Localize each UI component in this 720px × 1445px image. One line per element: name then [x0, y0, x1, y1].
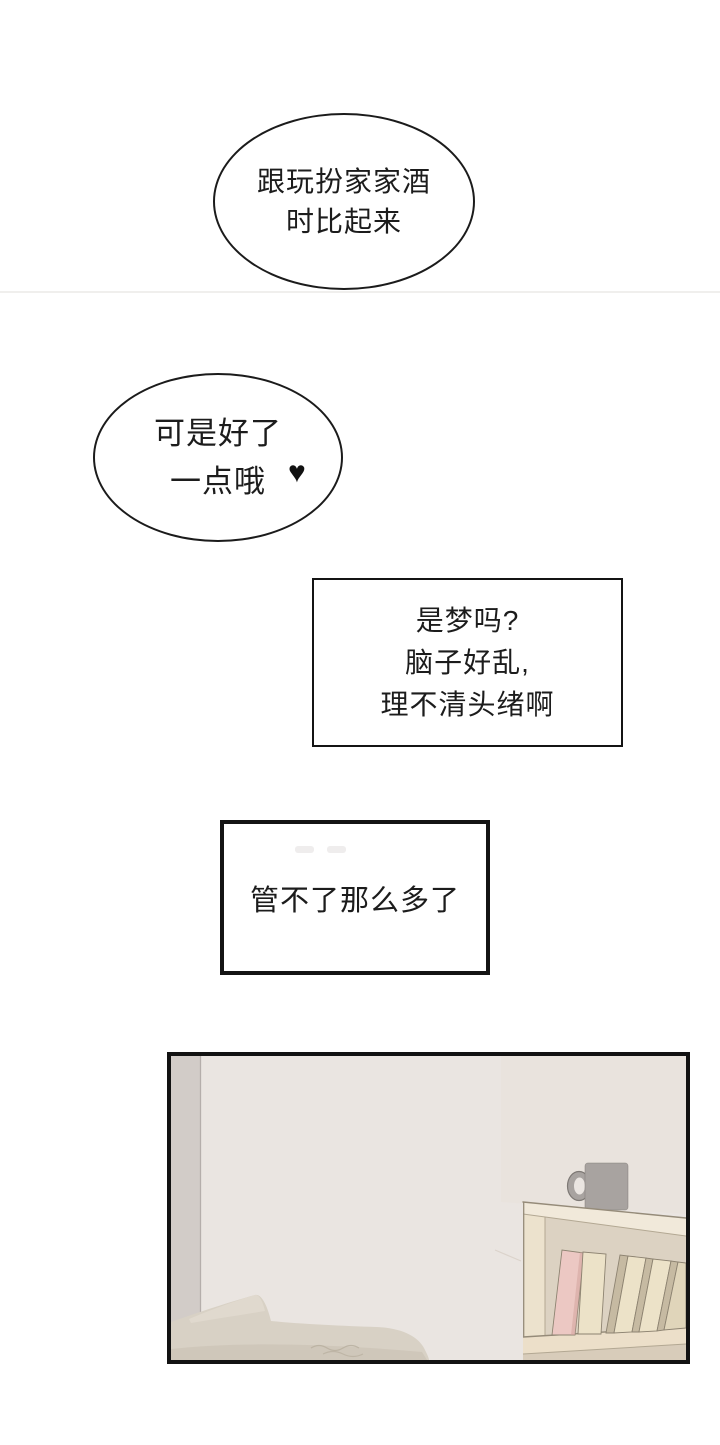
bookshelf-top-inner-edge	[522, 1213, 686, 1237]
room-scene	[171, 1056, 686, 1360]
speech-bubble-2: 可是好了 一点哦 ♥	[93, 373, 343, 542]
book-cream-leaning	[663, 1261, 686, 1331]
panel-divider-line	[0, 291, 720, 293]
wall-crease	[494, 1249, 522, 1262]
erased-mark	[295, 846, 314, 853]
heart-icon: ♥	[288, 456, 307, 489]
shelf-board-bottom-edge	[522, 1343, 686, 1355]
bookshelf-top-board	[523, 1202, 686, 1236]
speech-bubble-1-line-1: 跟玩扮家家酒	[256, 165, 431, 197]
speech-bubble-1: 跟玩扮家家酒 时比起来	[213, 113, 475, 290]
book-pink-shade	[571, 1252, 584, 1335]
couch-seam	[310, 1344, 360, 1352]
speech-bubble-2-line-2: 一点哦	[170, 463, 266, 499]
couch-highlight	[189, 1294, 265, 1323]
thought-box-1-line-1: 是梦吗?	[415, 604, 520, 636]
bookshelf-left-frame	[523, 1204, 545, 1360]
thought-box-1-line-2: 脑子好乱,	[405, 646, 530, 678]
speech-bubble-2-line-1: 可是好了	[154, 415, 282, 451]
thought-box-2: 管不了那么多了	[220, 820, 490, 975]
thought-box-1: 是梦吗? 脑子好乱, 理不清头绪啊	[312, 578, 623, 747]
shelf-board	[523, 1327, 686, 1354]
erased-mark	[327, 846, 346, 853]
speech-bubble-1-line-2: 时比起来	[285, 205, 402, 237]
scene-panel	[167, 1052, 690, 1364]
thought-box-1-line-3: 理不清头绪啊	[380, 688, 555, 720]
mug-handle-hole	[574, 1177, 585, 1195]
books-row	[551, 1249, 686, 1336]
bookshelf-top-edge	[522, 1201, 686, 1219]
thought-box-2-line-1: 管不了那么多了	[249, 884, 460, 917]
wall-tint	[501, 1056, 686, 1214]
mug-body	[584, 1162, 629, 1211]
couch-seam	[322, 1350, 364, 1358]
left-wall-strip	[171, 1056, 200, 1360]
couch-shadow	[171, 1344, 427, 1360]
bookshelf-lower-compartment	[523, 1344, 686, 1360]
book-cream	[577, 1251, 607, 1335]
